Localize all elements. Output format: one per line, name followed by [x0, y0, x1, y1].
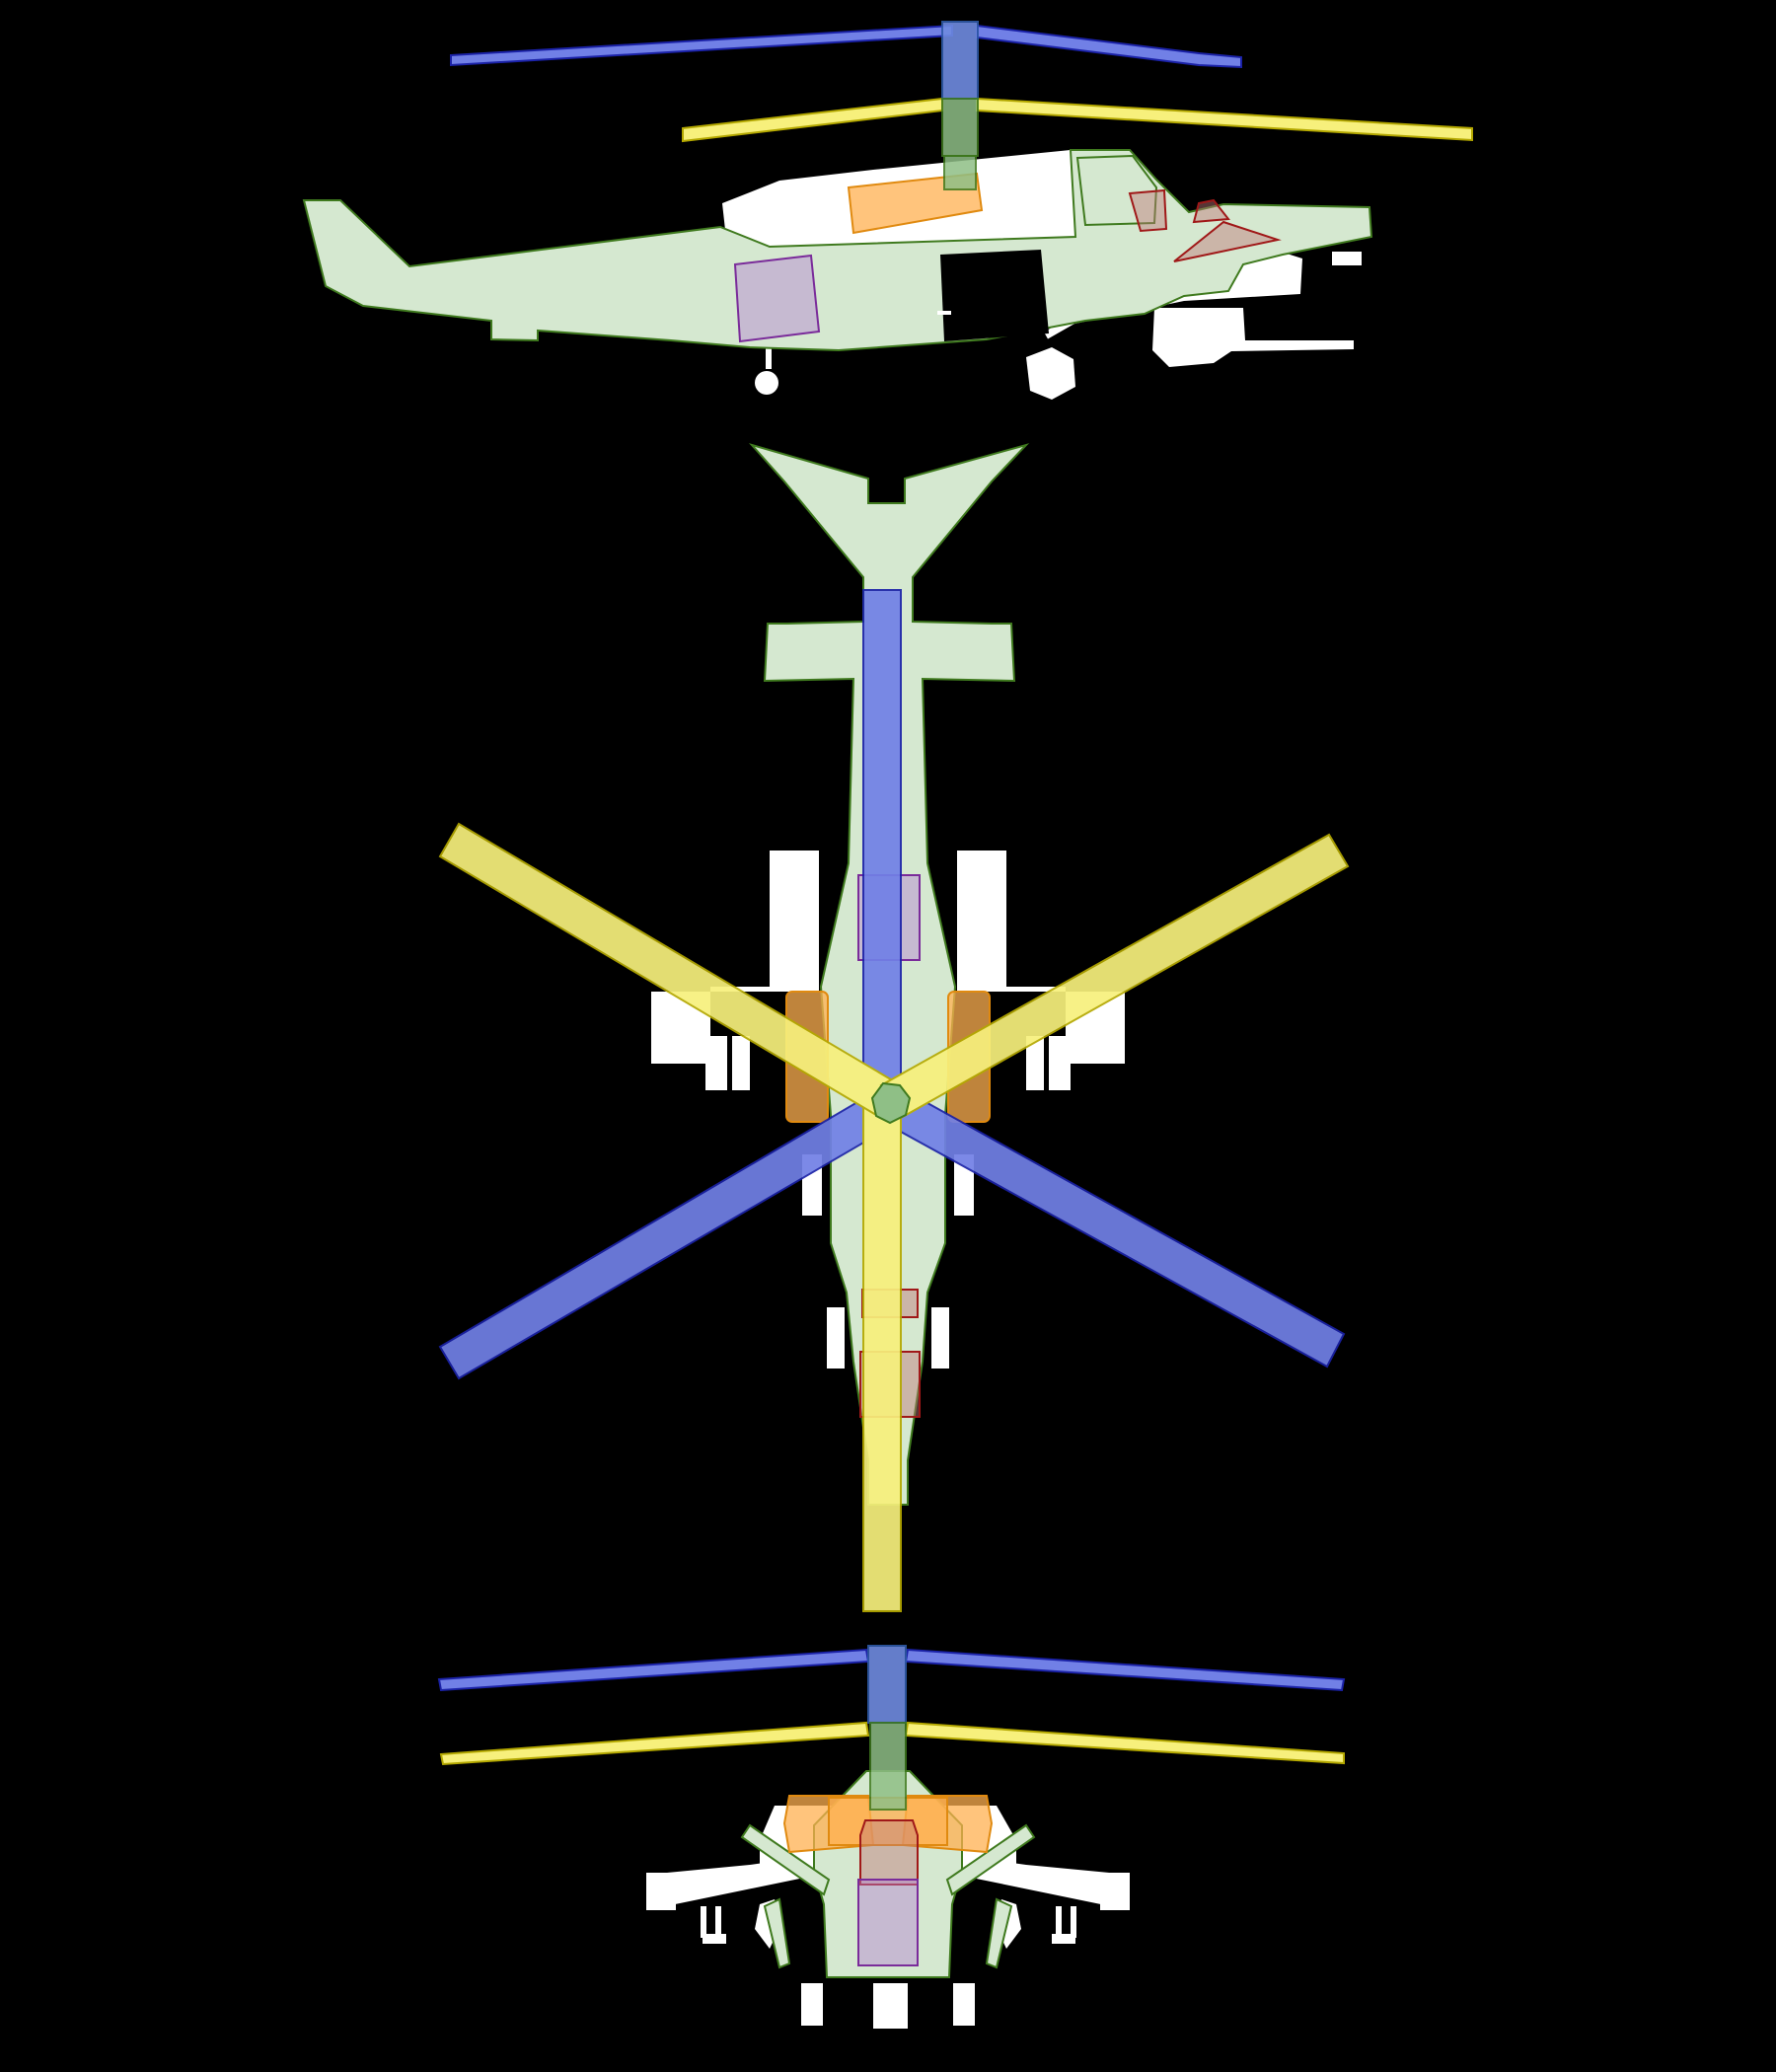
side-crew-station [1128, 188, 1168, 233]
front-upper-rotor-mast [867, 1645, 907, 1724]
side-crew-seat-marker [1192, 198, 1230, 224]
front-view [437, 1645, 1346, 2029]
front-wingtip-pod-left [646, 1873, 676, 1910]
front-upper-rotor-blade-left [437, 1648, 870, 1692]
front-fin-right [985, 1897, 1013, 1969]
front-store-right [1052, 1934, 1075, 1944]
top-store-left-2 [732, 1036, 750, 1090]
front-pylon-right-2 [1071, 1906, 1076, 1938]
side-view [302, 21, 1473, 400]
front-store-left [703, 1934, 726, 1944]
side-hatch-marking [937, 311, 951, 315]
top-upper-rotor-blade-aft [862, 589, 902, 1094]
front-gear-center [873, 1983, 908, 2029]
front-pylon-right-1 [1056, 1906, 1062, 1938]
side-fuel-tank [733, 254, 821, 343]
side-nose-wheel [1026, 347, 1075, 400]
front-crew-canopy [859, 1819, 919, 1886]
top-store-right-2 [1049, 1036, 1071, 1090]
side-upper-rotor-mast [941, 21, 979, 100]
top-store-right-1 [1026, 1036, 1044, 1090]
front-stabilizer-left [740, 1823, 831, 1896]
front-gear-right [953, 1983, 975, 2026]
front-lower-rotor-blade-left [439, 1721, 870, 1766]
top-view [438, 443, 1350, 1612]
front-lower-rotor-mast [869, 1722, 907, 1811]
side-tail-wheel [755, 371, 778, 395]
top-fairing-right [931, 1307, 949, 1369]
front-stub-wing-right [957, 1855, 1130, 1909]
side-lower-rotor-mast [941, 98, 979, 157]
front-pylon-left-1 [701, 1906, 706, 1938]
side-nose-sensor [1332, 252, 1362, 265]
top-rotor-system [438, 589, 1350, 1612]
side-upper-rotor-blade-left [450, 24, 953, 67]
side-lower-rotor-blade-right [976, 97, 1473, 142]
front-fin-left [763, 1897, 791, 1969]
front-stub-wing-left [646, 1855, 819, 1909]
front-gear-left [801, 1983, 823, 2026]
front-wingtip-pod-right [1100, 1873, 1130, 1910]
front-fuel-tank [857, 1879, 919, 1966]
top-fairing-left [827, 1307, 845, 1369]
front-upper-rotor-blade-right [904, 1648, 1346, 1692]
front-pylon-left-2 [715, 1906, 721, 1938]
side-nose-armor [1173, 220, 1282, 262]
top-store-left-1 [705, 1036, 727, 1090]
side-lower-rotor-blade-left [682, 97, 943, 143]
side-mast-fairing [943, 155, 977, 190]
side-tail-gear-strut [766, 345, 772, 369]
side-upper-rotor-blade-right [976, 24, 1242, 69]
side-access-hatch [940, 250, 1049, 341]
top-lower-rotor-blade-fwd [862, 1099, 902, 1612]
front-stabilizer-right [945, 1823, 1036, 1896]
front-lower-rotor-blade-right [904, 1721, 1345, 1765]
side-canopy [1075, 154, 1158, 227]
top-upper-rotor-blade-right [879, 1086, 1346, 1369]
side-pylon-stores [1152, 308, 1354, 367]
top-rotor-hub [870, 1081, 912, 1125]
top-stub-wing-left [651, 851, 819, 1064]
